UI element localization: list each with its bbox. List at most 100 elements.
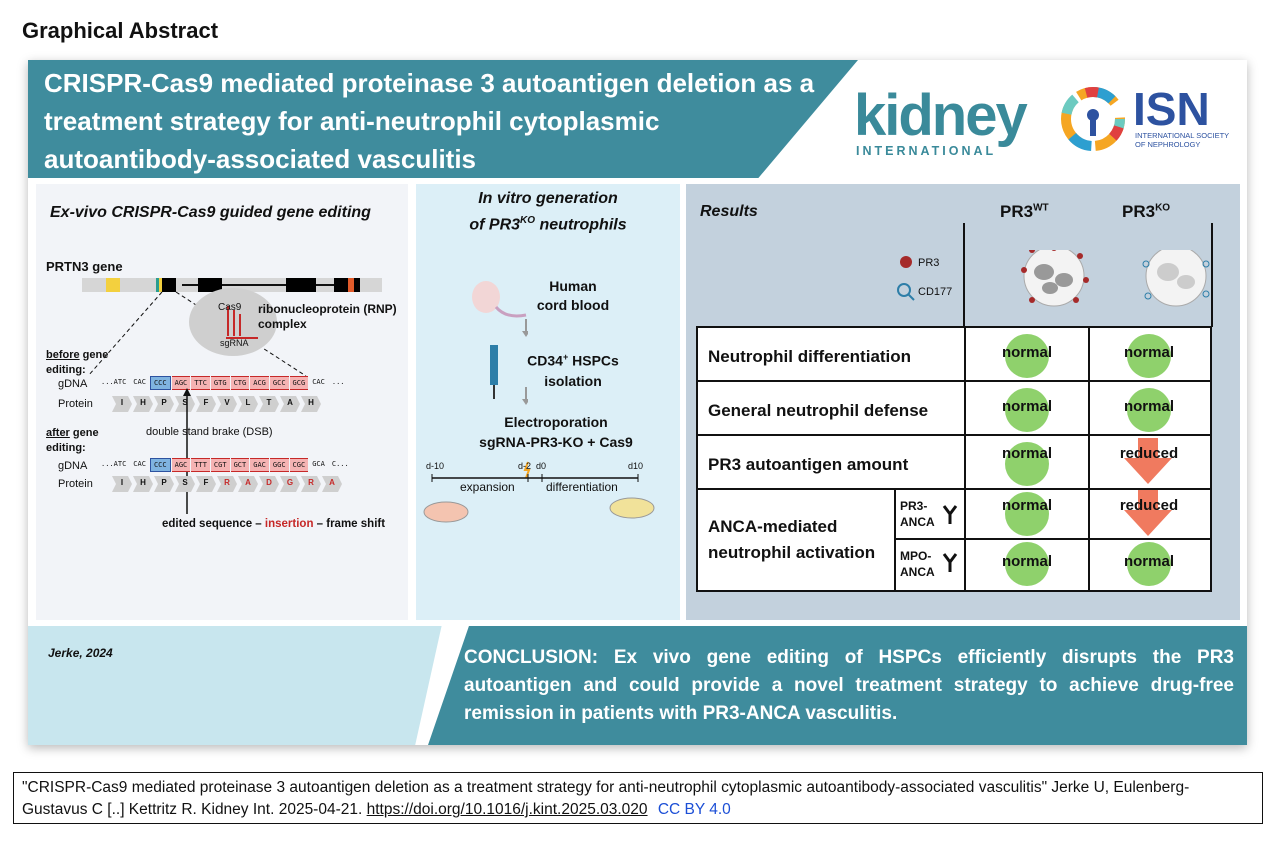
codon: GGC <box>269 458 289 472</box>
amino-acid: R <box>217 476 237 492</box>
edited-suffix: – frame shift <box>313 518 386 530</box>
after-editing-label: after gene editing: <box>46 426 126 456</box>
citation-box: "CRISPR-Cas9 mediated proteinase 3 autoa… <box>13 772 1263 824</box>
result-bg-mpoanca-ko <box>1127 542 1171 586</box>
after-rest: gene editing: <box>46 427 99 454</box>
result-bg-r0-wt <box>1005 334 1049 378</box>
row-label-anca: ANCA-mediated neutrophil activation <box>708 514 875 566</box>
result-r2-wt: normal <box>1001 445 1052 462</box>
dish-differentiation <box>609 497 655 519</box>
dsb-arrow <box>183 388 191 514</box>
result-pr3anca-wt: normal <box>1001 497 1052 514</box>
codon: ...ATC <box>101 378 127 386</box>
before-rest: gene editing: <box>46 349 109 376</box>
tb-hline-1 <box>698 380 1210 382</box>
cw: PR3 <box>1000 202 1034 221</box>
syringe-icon <box>490 345 498 385</box>
result-bg-r1-wt <box>1005 388 1049 432</box>
tb-hline-3 <box>698 488 1210 490</box>
result-r2-ko: reduced <box>1119 445 1179 462</box>
codon: ACG <box>250 376 269 390</box>
amino-acid: H <box>133 476 153 492</box>
codon: CAC <box>312 378 325 386</box>
result-r1-wt: normal <box>1001 398 1052 415</box>
row-label-defense: General neutrophil defense <box>708 401 929 420</box>
cord-blood-icon <box>472 281 500 313</box>
step1a: Human <box>549 278 597 294</box>
result-r1-ko: normal <box>1123 398 1174 415</box>
before-word: before <box>46 349 80 361</box>
graphical-abstract-card: CRISPR-Cas9 mediated proteinase 3 autoan… <box>28 60 1247 745</box>
result-mpoanca-ko: normal <box>1123 553 1174 570</box>
s2a: CD34 <box>527 352 563 369</box>
in-vitro-heading-line2: of PR3KO neutrophils <box>416 210 680 236</box>
col-divider-2 <box>1211 223 1213 327</box>
amino-acid: H <box>133 396 153 412</box>
amino-acid: R <box>301 476 321 492</box>
codon: GCG <box>289 376 309 390</box>
prtn3-gene-label: PRTN3 gene <box>46 259 123 274</box>
result-bg-r2-wt <box>1005 442 1049 486</box>
isn-logo-text: ISN <box>1133 83 1210 135</box>
dish-expansion <box>423 501 469 523</box>
hb: of PR3 <box>469 216 521 234</box>
neutrophil-illustrations <box>897 250 1210 307</box>
title-banner <box>28 60 858 178</box>
codon: CGC <box>289 458 309 472</box>
amino-acid: A <box>238 476 258 492</box>
conclusion-text: CONCLUSION: Ex vivo gene editing of HSPC… <box>464 647 1234 724</box>
author-band <box>28 626 442 745</box>
anca-a: ANCA-mediated <box>708 517 838 536</box>
step-cord-blood: Human cord blood <box>508 277 638 315</box>
differentiation-label: differentiation <box>546 480 618 494</box>
s2c: isolation <box>544 372 602 389</box>
kidney-international-subtitle: INTERNATIONAL <box>856 144 997 158</box>
step-cd34-isolation: CD34+ HSPCs isolation <box>498 347 648 391</box>
isn-sub-line1: INTERNATIONAL SOCIETY <box>1135 131 1230 140</box>
result-r0-wt: normal <box>1001 344 1052 361</box>
edited-sequence-caption: edited sequence – insertion – frame shif… <box>162 518 385 530</box>
isn-sub-line2: OF NEPHROLOGY <box>1135 140 1201 149</box>
codon: AGC <box>171 376 191 390</box>
protocol-icons <box>472 281 528 405</box>
sub-label-pr3-anca: PR3- ANCA <box>900 498 935 530</box>
in-vitro-heading: In vitro generation of PR3KO neutrophils <box>416 188 680 236</box>
amino-acid: F <box>196 476 216 492</box>
in-vitro-heading-line1: In vitro generation <box>478 190 618 207</box>
doi-link[interactable]: https://doi.org/10.1016/j.kint.2025.03.0… <box>366 801 648 818</box>
amino-acid: G <box>280 476 300 492</box>
codon: AGC <box>171 458 191 472</box>
amino-acid: P <box>154 476 174 492</box>
license-link[interactable]: CC BY 4.0 <box>657 801 731 818</box>
kidney-international-logo: kidney <box>854 83 1028 148</box>
result-r0-ko: normal <box>1123 344 1174 361</box>
author-year: Jerke, 2024 <box>48 646 113 660</box>
gdna-after-label: gDNA <box>58 460 88 472</box>
amino-acid: F <box>196 396 216 412</box>
gene-editing-diagram <box>82 278 382 377</box>
codon: CCC <box>149 458 171 472</box>
result-bg-mpoanca-wt <box>1005 542 1049 586</box>
col-header-ko: PR3KO <box>1122 202 1170 222</box>
row-label-differentiation: Neutrophil differentiation <box>708 347 912 366</box>
time-d-10: d-10 <box>426 461 445 471</box>
exon-2 <box>198 278 222 292</box>
time-d-2: d-2 <box>518 461 532 471</box>
s2b: HSPCs <box>568 352 619 369</box>
anca-b: neutrophil activation <box>708 543 876 562</box>
exon-3 <box>286 278 316 292</box>
isn-logo-subtitle: INTERNATIONAL SOCIETY OF NEPHROLOGY <box>1135 131 1229 149</box>
sma: MPO- <box>900 549 932 563</box>
codon: CGT <box>210 458 230 472</box>
codon: CCC <box>149 376 171 390</box>
pr3-legend-dot <box>900 256 912 268</box>
spb: ANCA <box>900 515 935 529</box>
s3b: sgRNA-PR3-KO + Cas9 <box>479 434 633 450</box>
codon: GAC <box>250 458 269 472</box>
abstract-title: CRISPR-Cas9 mediated proteinase 3 autoan… <box>44 68 815 174</box>
ck: PR3 <box>1122 202 1156 221</box>
col-divider-1 <box>963 223 965 327</box>
tb-hline-4 <box>894 538 1210 540</box>
codon: CAC <box>133 460 146 468</box>
